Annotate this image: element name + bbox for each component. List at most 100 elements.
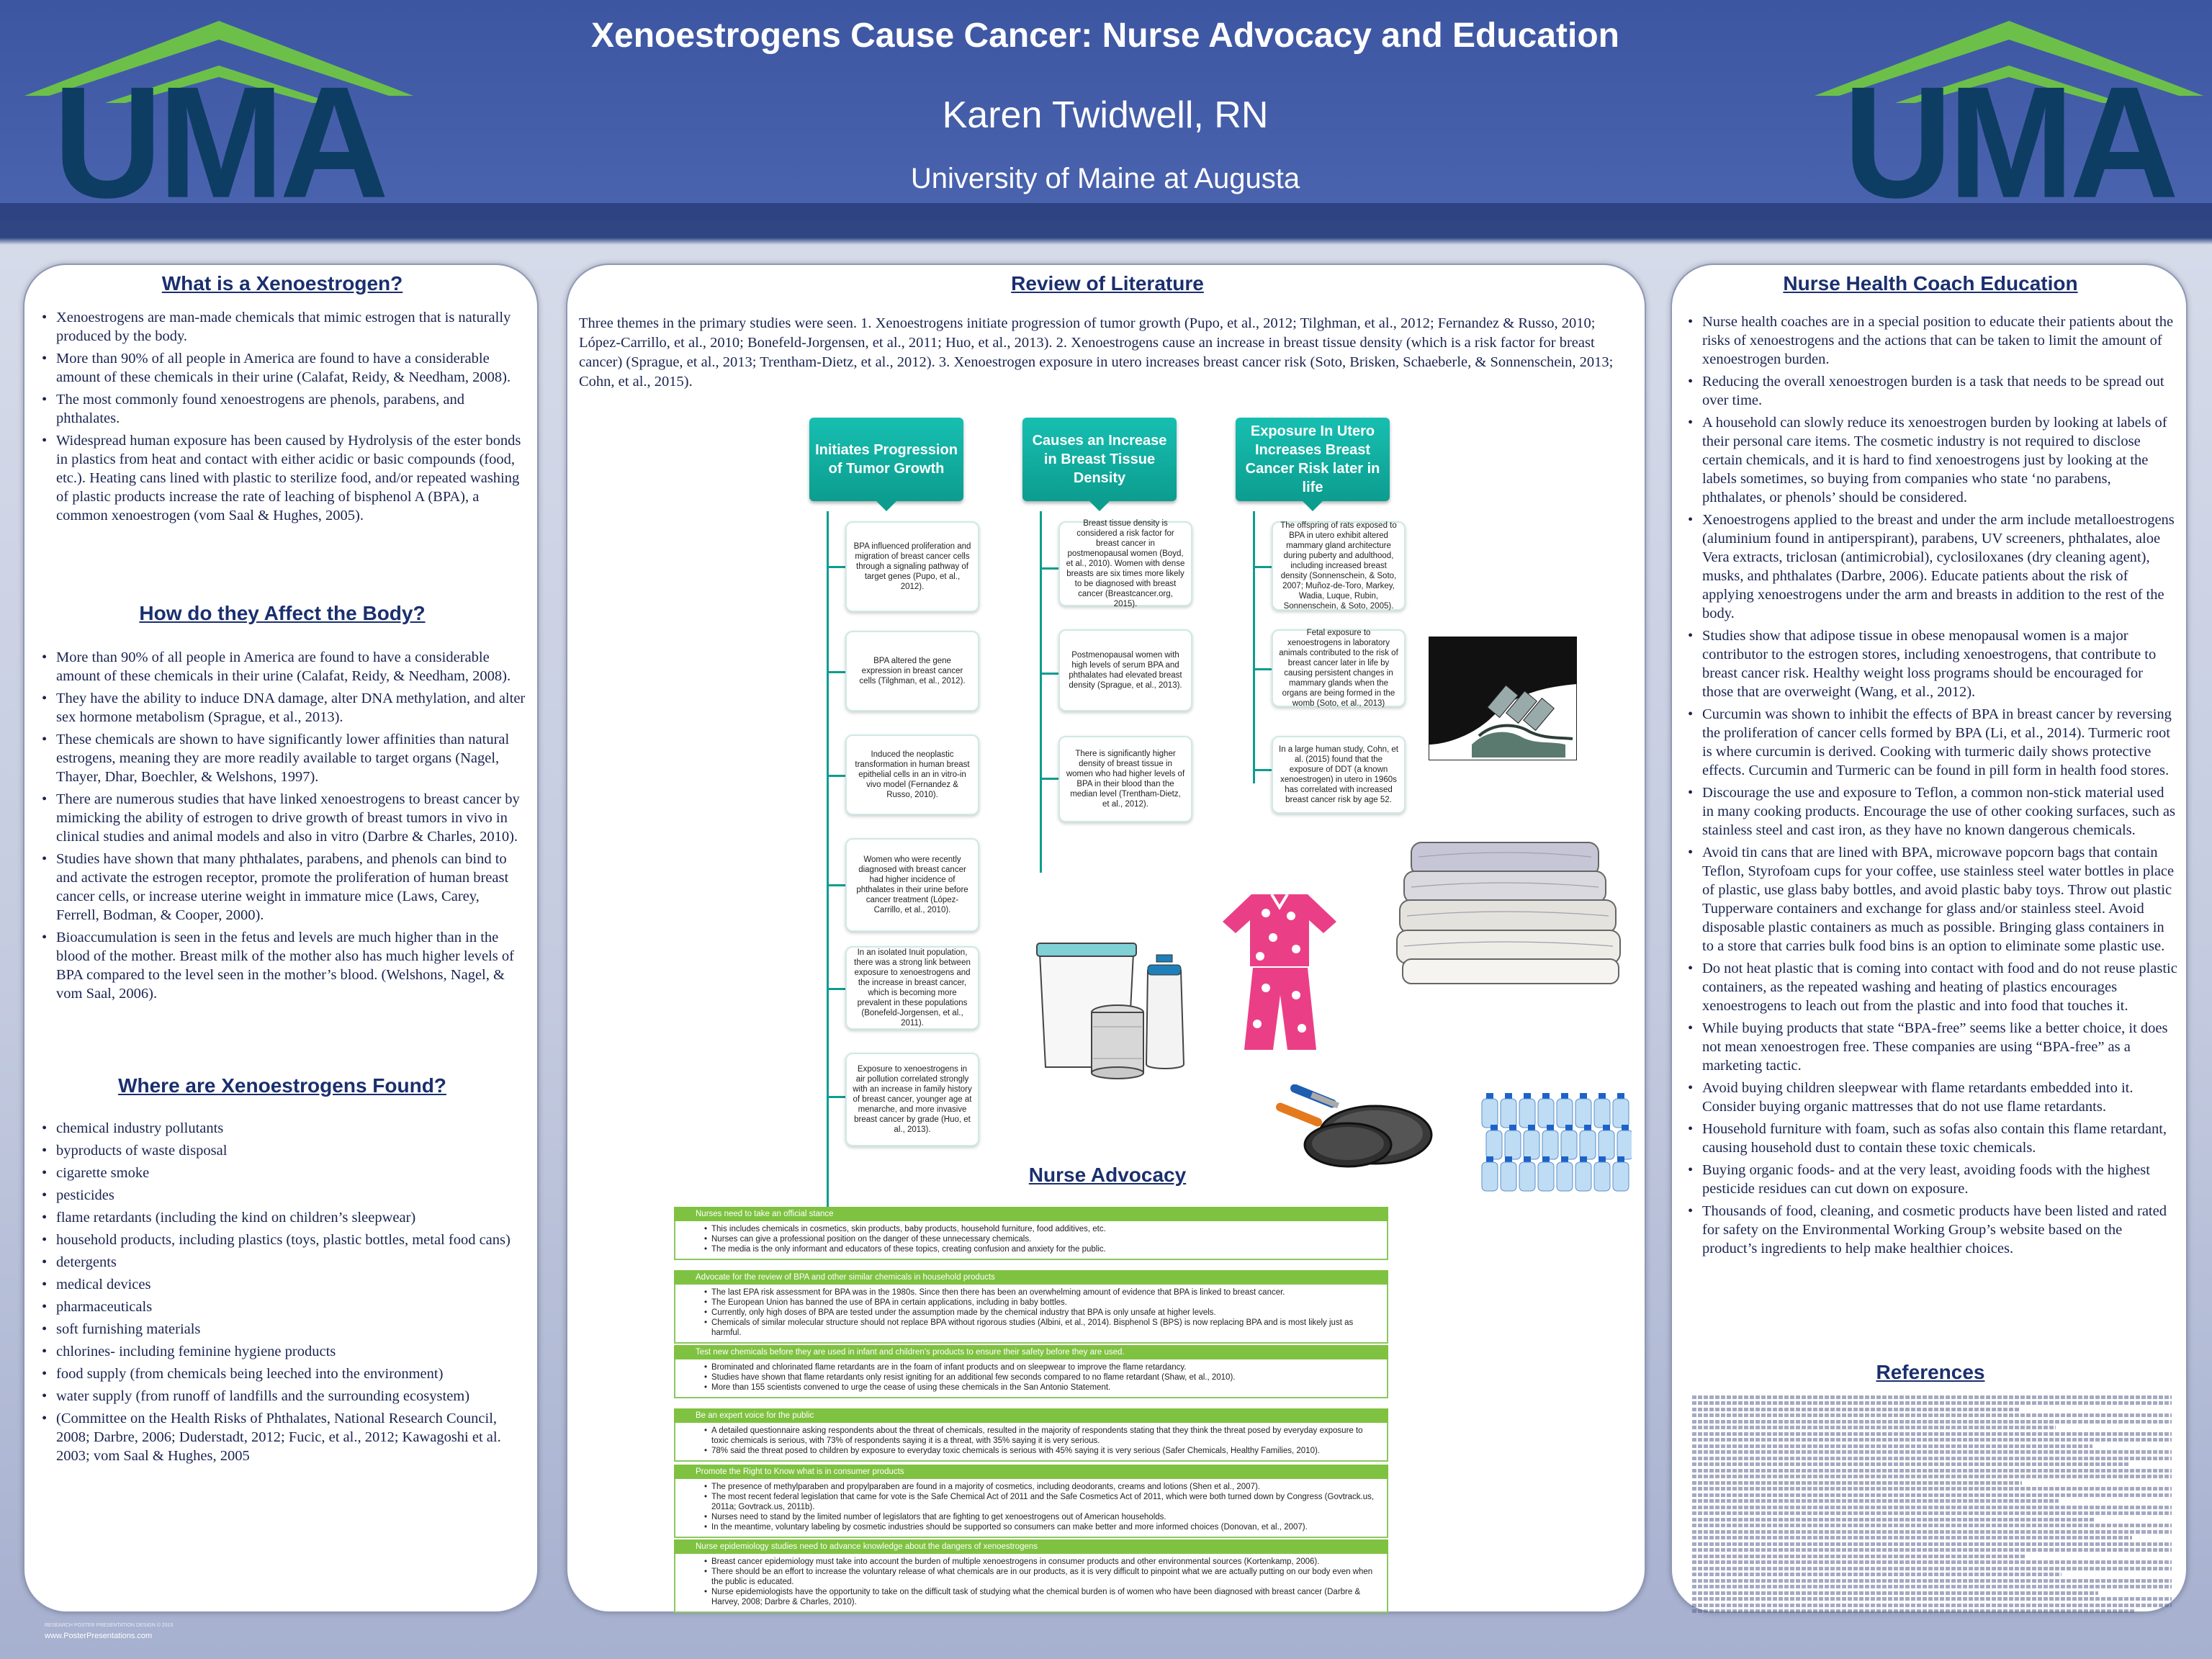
bottle xyxy=(1579,1130,1596,1160)
bottle-cap xyxy=(1561,1093,1568,1099)
list-item: food supply (from chemicals being leeche… xyxy=(39,1364,526,1383)
list-item: 78% said the threat posed to children by… xyxy=(704,1446,1381,1456)
section-title-found: Where are Xenoestrogens Found? xyxy=(118,1074,446,1097)
advocacy-body: Brominated and chlorinated flame retarda… xyxy=(674,1359,1388,1398)
list-item: A detailed questionnaire asking responde… xyxy=(704,1426,1381,1446)
reference-line xyxy=(1692,1603,2172,1607)
list-item: This includes chemicals in cosmetics, sk… xyxy=(704,1224,1381,1234)
reference-line xyxy=(1692,1566,2172,1570)
list-item: More than 155 scientists convened to urg… xyxy=(704,1382,1381,1393)
reference-line xyxy=(1692,1493,2172,1497)
list-item: The most commonly found xenoestrogens ar… xyxy=(39,390,526,428)
nonstick-pans-illustration xyxy=(1267,1084,1440,1174)
finding-box: Induced the neoplastic transformation in… xyxy=(845,734,979,815)
advocacy-block: Nurse epidemiology studies need to advan… xyxy=(674,1539,1388,1613)
finding-box: In a large human study, Cohn, et al. (20… xyxy=(1272,736,1406,814)
reference-line xyxy=(1692,1426,2056,1429)
advocacy-heading: Test new chemicals before they are used … xyxy=(674,1345,1388,1359)
tree-connector xyxy=(1253,511,1255,783)
reference-line xyxy=(1692,1431,2172,1436)
bottle-cap xyxy=(1565,1125,1573,1130)
reference-line xyxy=(1692,1499,2059,1503)
bottle xyxy=(1504,1130,1521,1160)
list-item: water supply (from runoff of landfills a… xyxy=(39,1387,526,1406)
list-item: cigarette smoke xyxy=(39,1164,526,1182)
logo-text: UMA xyxy=(1843,53,2179,231)
list-item: A household can slowly reduce its xenoes… xyxy=(1685,413,2177,507)
list-item: Thousands of food, cleaning, and cosmeti… xyxy=(1685,1202,2177,1258)
finding-box: Breast tissue density is considered a ri… xyxy=(1058,519,1192,608)
tree-branch xyxy=(1040,673,1058,675)
advocacy-body: A detailed questionnaire asking responde… xyxy=(674,1423,1388,1462)
advocacy-block: Promote the Right to Know what is in con… xyxy=(674,1465,1388,1538)
advocacy-block: Advocate for the review of BPA and other… xyxy=(674,1270,1388,1344)
reference-line xyxy=(1692,1413,2172,1417)
reference-line xyxy=(1692,1395,2172,1399)
advocacy-heading: Nurses need to take an official stance xyxy=(674,1207,1388,1221)
bottle xyxy=(1598,1130,1615,1160)
list-item: More than 90% of all people in America a… xyxy=(39,648,526,685)
reference-line xyxy=(1692,1444,2092,1448)
reference-line xyxy=(1692,1548,2172,1552)
section-title-references: References xyxy=(1876,1361,1985,1383)
list-item: There are numerous studies that have lin… xyxy=(39,790,526,846)
water-bottles-illustration xyxy=(1476,1077,1632,1194)
roof-icon xyxy=(24,21,413,103)
list-item: Discourage the use and exposure to Teflo… xyxy=(1685,783,2177,840)
list-item: household products, including plastics (… xyxy=(39,1231,526,1249)
reference-line xyxy=(1692,1609,2135,1613)
reference-line xyxy=(1692,1401,2172,1405)
bottle-cap xyxy=(1547,1125,1554,1130)
bottle-cap xyxy=(1486,1156,1493,1162)
list-item: soft furnishing materials xyxy=(39,1320,526,1339)
bottle-cap xyxy=(1599,1093,1606,1099)
bottle-cap xyxy=(1524,1093,1531,1099)
roof-icon xyxy=(1815,21,2203,103)
reference-line xyxy=(1692,1480,2022,1485)
advocacy-body: This includes chemicals in cosmetics, sk… xyxy=(674,1221,1388,1260)
reference-line xyxy=(1692,1529,2172,1534)
reference-line xyxy=(1692,1487,2172,1491)
section-title-coach: Nurse Health Coach Education xyxy=(1783,272,2078,295)
bottle xyxy=(1593,1161,1611,1192)
list-item: More than 90% of all people in America a… xyxy=(39,349,526,387)
bottle-cap xyxy=(1580,1093,1587,1099)
coach-list: Nurse health coaches are in a special po… xyxy=(1685,313,2177,1262)
reference-line xyxy=(1692,1419,2172,1424)
list-item: Studies have shown that many phthalates,… xyxy=(39,850,526,925)
list-item: Nurse health coaches are in a special po… xyxy=(1685,313,2177,369)
list-item: There should be an effort to increase th… xyxy=(704,1567,1381,1587)
list-item: Studies have shown that flame retardants… xyxy=(704,1372,1381,1382)
advocacy-block: Test new chemicals before they are used … xyxy=(674,1345,1388,1398)
tree-branch xyxy=(1253,769,1272,771)
bottle-cap xyxy=(1603,1125,1610,1130)
bottle-cap xyxy=(1486,1093,1493,1099)
bottle xyxy=(1500,1098,1517,1128)
bottle-cap xyxy=(1542,1156,1550,1162)
advocacy-body: The presence of methylparaben and propyl… xyxy=(674,1479,1388,1538)
list-item: Studies show that adipose tissue in obes… xyxy=(1685,626,2177,701)
bottle-cap xyxy=(1599,1156,1606,1162)
affect-list: More than 90% of all people in America a… xyxy=(39,648,526,1007)
bottle xyxy=(1485,1130,1503,1160)
list-item: Widespread human exposure has been cause… xyxy=(39,431,526,525)
bottle-cap xyxy=(1617,1093,1624,1099)
bottle xyxy=(1593,1098,1611,1128)
bottle-cap xyxy=(1561,1156,1568,1162)
list-item: The last EPA risk assessment for BPA was… xyxy=(704,1287,1381,1298)
reference-line xyxy=(1692,1573,2062,1576)
bottle xyxy=(1612,1161,1629,1192)
poster-header xyxy=(0,0,2212,220)
tree-branch xyxy=(1253,566,1272,568)
left-panel: What is a Xenoestrogen? Xenoestrogens ar… xyxy=(23,264,539,1613)
plastic-containers-cans-illustration xyxy=(1033,938,1204,1080)
bottle xyxy=(1575,1098,1592,1128)
list-item: The media is the only informant and educ… xyxy=(704,1244,1381,1254)
finding-box: Postmenopausal women with high levels of… xyxy=(1058,629,1192,711)
tree-branch xyxy=(1040,567,1058,570)
bottle xyxy=(1481,1098,1498,1128)
tree-branch xyxy=(1253,668,1272,670)
list-item: Household furniture with foam, such as s… xyxy=(1685,1120,2177,1157)
finding-box: Exposure to xenoestrogens in air polluti… xyxy=(845,1053,979,1146)
tree-branch xyxy=(827,775,845,777)
